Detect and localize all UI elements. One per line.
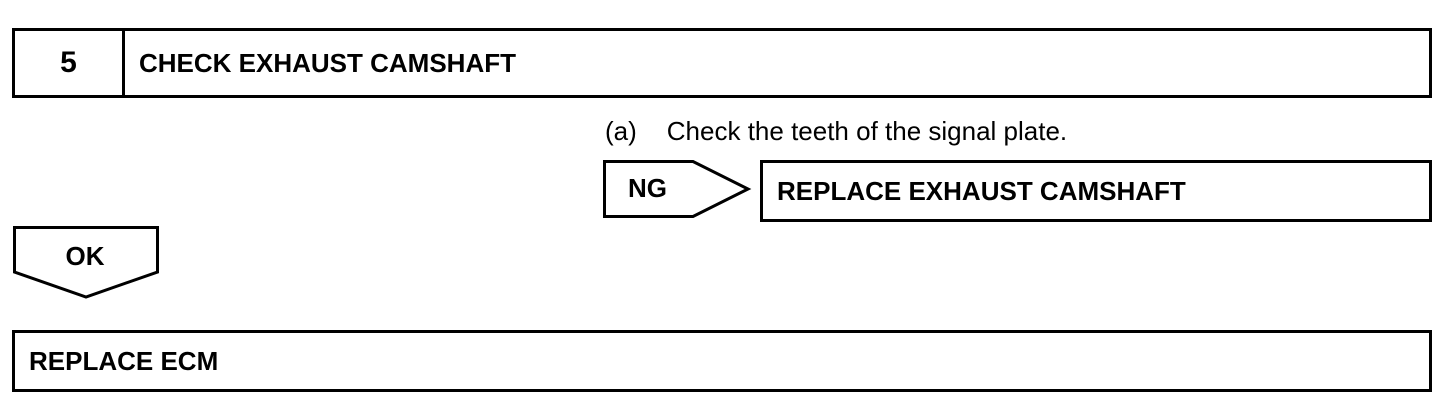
ok-result-box: REPLACE ECM: [12, 330, 1432, 392]
ng-result-text: REPLACE EXHAUST CAMSHAFT: [777, 175, 1186, 206]
ok-arrow-icon: [13, 226, 159, 299]
ok-result-text: REPLACE ECM: [29, 345, 219, 376]
step-number: 5: [15, 31, 125, 95]
step-header-box: 5 CHECK EXHAUST CAMSHAFT: [12, 28, 1432, 98]
ng-result-box: REPLACE EXHAUST CAMSHAFT: [760, 160, 1432, 222]
instruction-marker: (a): [605, 115, 637, 146]
ng-label: NG: [628, 172, 667, 203]
ok-label: OK: [65, 240, 105, 271]
step-title: CHECK EXHAUST CAMSHAFT: [139, 47, 516, 78]
ng-arrow-icon: [603, 160, 752, 218]
instruction-line: (a) Check the teeth of the signal plate.: [605, 113, 1067, 149]
instruction-text: Check the teeth of the signal plate.: [666, 115, 1068, 146]
